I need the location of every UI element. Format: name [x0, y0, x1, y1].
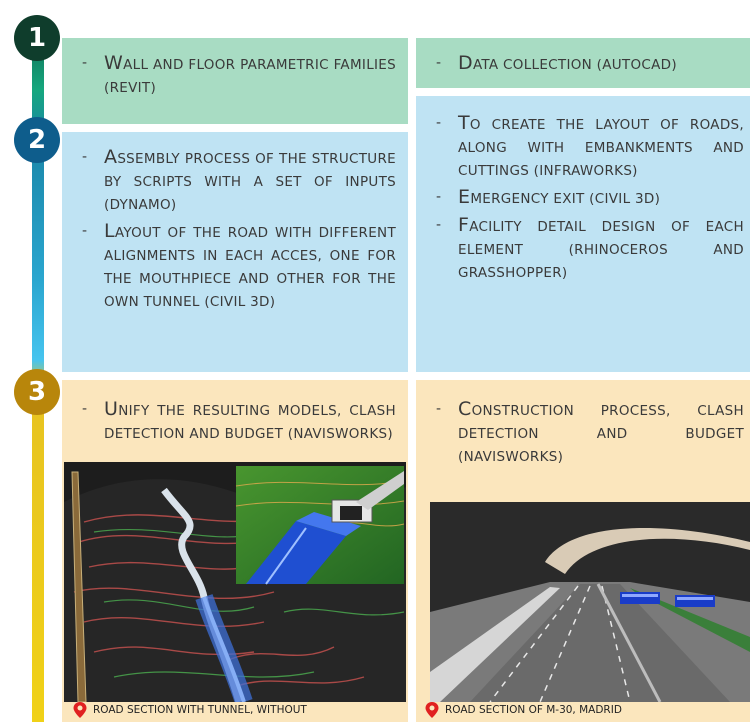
m30-road-render	[430, 502, 750, 702]
civil3d-layout-item: Layout of the road with different alignm…	[76, 220, 396, 314]
row2-right-box: To create the layout of roads, along wit…	[416, 96, 750, 372]
dynamo-assembly-item: Assembly process of the structure by scr…	[76, 146, 396, 217]
revit-families-item: Wall and floor parametric families (REVI…	[76, 52, 396, 100]
emergency-exit-item: Emergency exit (CIVIL 3D)	[430, 186, 744, 211]
autocad-data-item: Data collection (AUTOCAD)	[430, 52, 742, 77]
row2-left-box: Assembly process of the structure by scr…	[62, 132, 408, 372]
step-1-badge: 1	[14, 15, 60, 61]
tunnel-contour-render	[64, 462, 406, 702]
navisworks-unify-item: Unify the resulting models, clash detect…	[76, 398, 396, 446]
map-pin-icon	[425, 702, 439, 718]
right-caption-text: Road section of M-30, Madrid	[445, 704, 622, 716]
map-pin-icon	[73, 702, 87, 718]
step-3-badge: 3	[14, 369, 60, 415]
left-caption: Road section with tunnel, without	[72, 701, 307, 719]
rhino-grasshopper-item: Facility detail design of each element (…	[430, 214, 744, 285]
infraworks-roads-item: To create the layout of roads, along wit…	[430, 112, 744, 183]
right-caption: Road section of M-30, Madrid	[424, 701, 622, 719]
left-caption-text: Road section with tunnel, without	[93, 704, 307, 716]
row1-left-box: Wall and floor parametric families (REVI…	[62, 38, 408, 124]
navisworks-construction-item: Construction process, clash detection an…	[430, 398, 744, 469]
step-2-badge: 2	[14, 117, 60, 163]
row1-right-box: Data collection (AUTOCAD)	[416, 38, 750, 88]
